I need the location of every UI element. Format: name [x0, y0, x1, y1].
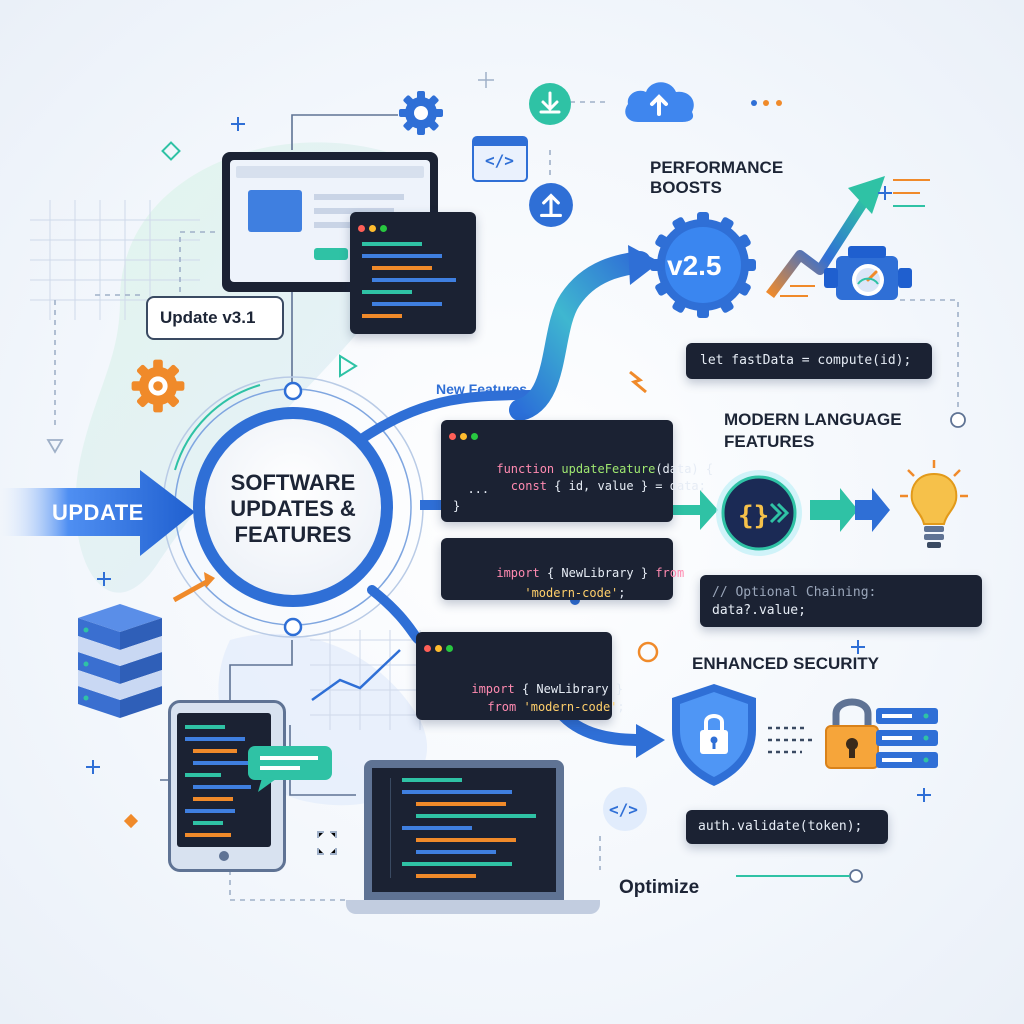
cloud-upload-icon [625, 82, 694, 122]
version-badge [650, 212, 756, 318]
security-code: auth.validate(token); [686, 810, 888, 844]
code-window-main: function updateFeature(data) { const { i… [441, 420, 713, 522]
modern-title-line2: FEATURES [724, 432, 815, 451]
update-version-text: Update v3.1 [160, 308, 256, 327]
performance-title-line1: PERFORMANCE [650, 158, 784, 177]
performance-title-line2: BOOSTS [650, 178, 722, 197]
modern-code-comment: // Optional Chaining: [712, 585, 877, 600]
code-tag-icon: </> [472, 136, 528, 182]
version-badge-label: v2.5 [667, 250, 722, 281]
chat-bubble-icon [248, 746, 332, 792]
from-keyword: from [655, 566, 685, 580]
modern-code: // Optional Chaining: data?.value; [700, 575, 982, 627]
engine-icon [824, 246, 912, 300]
hub-title: SOFTWARE UPDATES & FEATURES [203, 470, 383, 548]
code-brace: } [453, 499, 461, 513]
security-code-text: auth.validate(token); [698, 819, 863, 834]
lightbulb-icon [900, 460, 968, 548]
update-arrow-label: UPDATE [52, 500, 144, 525]
code-keyword-const: const [496, 479, 547, 493]
update-version-tag: Update v3.1 [146, 296, 284, 340]
security-title: ENHANCED SECURITY [692, 654, 880, 673]
laptop-icon [364, 760, 564, 900]
import-name: { NewLibrary } [539, 566, 656, 580]
code-window-top [350, 212, 476, 334]
new-features-label: New Features [436, 381, 528, 397]
hub-line-3: FEATURES [234, 522, 352, 547]
import-name-2: { NewLibrary } [514, 682, 624, 696]
code-keyword: function [496, 462, 555, 476]
code-function-name: updateFeature [554, 462, 656, 476]
code-circle-icon: </> [603, 787, 647, 831]
server-stack-icon [78, 604, 162, 718]
upload-icon[interactable] [528, 182, 574, 228]
import-keyword: import [496, 566, 540, 580]
shield-lock-icon [672, 684, 756, 786]
security-dash-lines [768, 726, 814, 754]
from-keyword-2: from [487, 700, 517, 714]
code-params: (data) { [655, 462, 714, 476]
svg-text:{}: {} [738, 501, 769, 531]
import-semicolon: ; [618, 586, 626, 600]
curly-braces-icon: {} [716, 470, 802, 556]
code-window-import-2: import { NewLibrary } from 'modern-code'… [416, 632, 625, 720]
svg-text:</>: </> [609, 800, 638, 819]
code-ellipsis: ... [453, 482, 490, 496]
padlock-icon [825, 698, 879, 769]
hub-line-2: UPDATES & [230, 496, 356, 521]
code-window-import-1: import { NewLibrary } from 'modern-code'… [441, 538, 684, 600]
import-module-2: 'modern-code' [516, 700, 618, 714]
import-semicolon-2: ; [617, 700, 625, 714]
orange-gear-icon [131, 359, 185, 413]
performance-code: let fastData = compute(id); [686, 343, 932, 379]
gear-icon [399, 91, 443, 135]
optimize-label: Optimize [619, 877, 700, 898]
laptop-base [346, 900, 600, 914]
modern-title-line1: MODERN LANGUAGE [724, 410, 902, 429]
import-module: 'modern-code' [524, 586, 619, 600]
download-icon[interactable] [528, 82, 572, 126]
server-rack-icon [876, 708, 938, 768]
import-keyword-2: import [471, 682, 515, 696]
modern-code-expression: data?.value; [712, 603, 806, 618]
hub-line-1: SOFTWARE [230, 470, 356, 495]
code-destructure: { id, value } = data; [546, 479, 706, 493]
performance-code-text: let fastData = compute(id); [700, 353, 912, 368]
